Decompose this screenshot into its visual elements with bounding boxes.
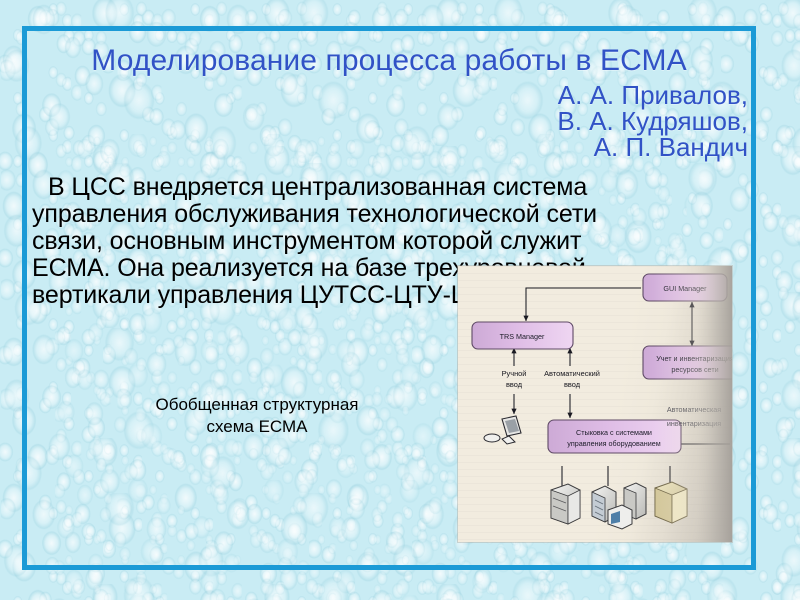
author-name: В. А. Кудряшов,: [557, 106, 748, 136]
diagram-icon-server-rack: [550, 483, 581, 525]
diagram-box-integration: Стыковка с системами управления оборудов…: [547, 419, 682, 454]
diagram-icon-network-node: [591, 482, 647, 530]
figure-caption-line: схема ЕСМА: [206, 417, 308, 436]
body-paragraph: В ЦСС внедряется централизованная систем…: [32, 174, 748, 309]
svg-text:Автоматический: Автоматический: [544, 369, 600, 378]
diagram-icon-workstation: [483, 415, 522, 445]
svg-text:Ручной: Ручной: [502, 369, 527, 378]
svg-text:ввод: ввод: [564, 380, 581, 389]
diagram-svg: GUI Manager TRS Manager Учет и инвентари…: [471, 266, 732, 542]
svg-text:инвентаризация: инвентаризация: [667, 419, 721, 428]
slide-title: Моделирование процесса работы в ЕСМА: [91, 44, 687, 77]
figure-caption-line: Обобщенная структурная: [155, 395, 359, 414]
diagram-box-trs-manager: TRS Manager: [471, 321, 574, 350]
svg-text:GUI Manager: GUI Manager: [663, 284, 707, 293]
body-line: В ЦСС внедряется централизованная систем…: [48, 173, 588, 201]
svg-text:Автоматическая: Автоматическая: [667, 405, 721, 414]
diagram-icon-storage: [654, 481, 688, 524]
svg-text:ввод: ввод: [506, 380, 523, 389]
slide-content: Моделирование процесса работы в ЕСМА А. …: [22, 26, 756, 570]
diagram-box-inventory: Учет и инвентаризация ресурсов сети: [642, 345, 732, 380]
body-line: вертикали управления ЦУТСС-ЦТУ-ЦТО.: [32, 281, 510, 309]
svg-text:TRS Manager: TRS Manager: [500, 332, 545, 341]
body-line: связи, основным инструментом которой слу…: [32, 227, 582, 255]
svg-text:ресурсов сети: ресурсов сети: [671, 365, 718, 374]
svg-text:Учет и инвентаризация: Учет и инвентаризация: [656, 354, 732, 363]
diagram-label-manual-input: Ручной ввод: [502, 369, 527, 389]
author-name: А. П. Вандич: [593, 132, 748, 162]
structural-diagram-image: GUI Manager TRS Manager Учет и инвентари…: [458, 266, 732, 542]
diagram-box-gui-manager: GUI Manager: [642, 273, 728, 302]
diagram-label-automatic-input: Автоматический ввод: [544, 369, 600, 389]
svg-text:управления оборудованием: управления оборудованием: [567, 439, 660, 448]
svg-text:Стыковка с системами: Стыковка с системами: [576, 428, 652, 437]
diagram-label-auto-inventory: Автоматическая инвентаризация: [667, 405, 721, 428]
figure-caption: Обобщенная структурная схема ЕСМА: [112, 394, 402, 438]
body-line: управления обслуживания технологической …: [32, 200, 598, 228]
author-list: А. А. Привалов, В. А. Кудряшов, А. П. Ва…: [68, 82, 748, 160]
author-name: А. А. Привалов,: [557, 80, 748, 110]
